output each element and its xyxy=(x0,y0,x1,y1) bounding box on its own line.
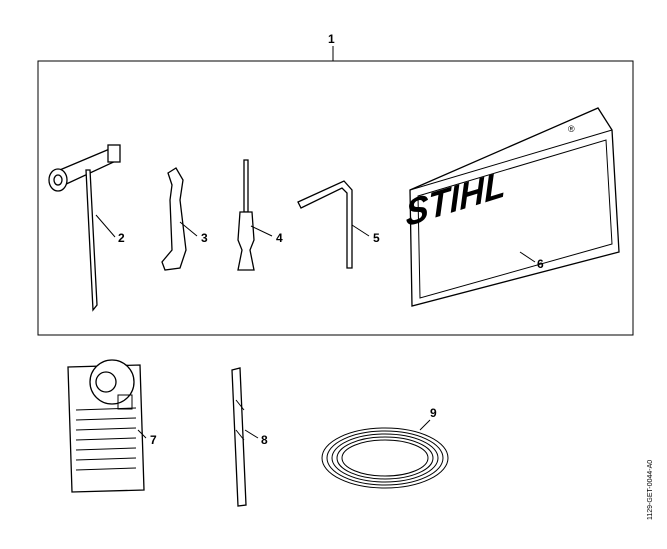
tool-pouch: STIHL ® xyxy=(405,107,620,307)
callout-5: 5 xyxy=(373,231,380,245)
drawing-code: 1129-GET-0044-A0 xyxy=(647,460,654,520)
callout-8: 8 xyxy=(261,433,268,447)
callout-6: 6 xyxy=(537,257,544,271)
filing-gauge xyxy=(231,367,259,507)
screwdriver xyxy=(237,159,273,271)
hex-key xyxy=(297,180,370,269)
registered-mark: ® xyxy=(568,124,575,134)
callout-4: 4 xyxy=(276,231,283,245)
callout-3: 3 xyxy=(201,231,208,245)
callout-1: 1 xyxy=(328,32,335,46)
cord-coil xyxy=(321,419,449,489)
combination-wrench xyxy=(48,144,121,312)
instruction-card xyxy=(67,359,147,493)
offset-screwdriver xyxy=(161,167,198,271)
callout-2: 2 xyxy=(118,231,125,245)
kit-frame xyxy=(37,60,634,336)
callout-9: 9 xyxy=(430,406,437,420)
callout-7: 7 xyxy=(150,433,157,447)
